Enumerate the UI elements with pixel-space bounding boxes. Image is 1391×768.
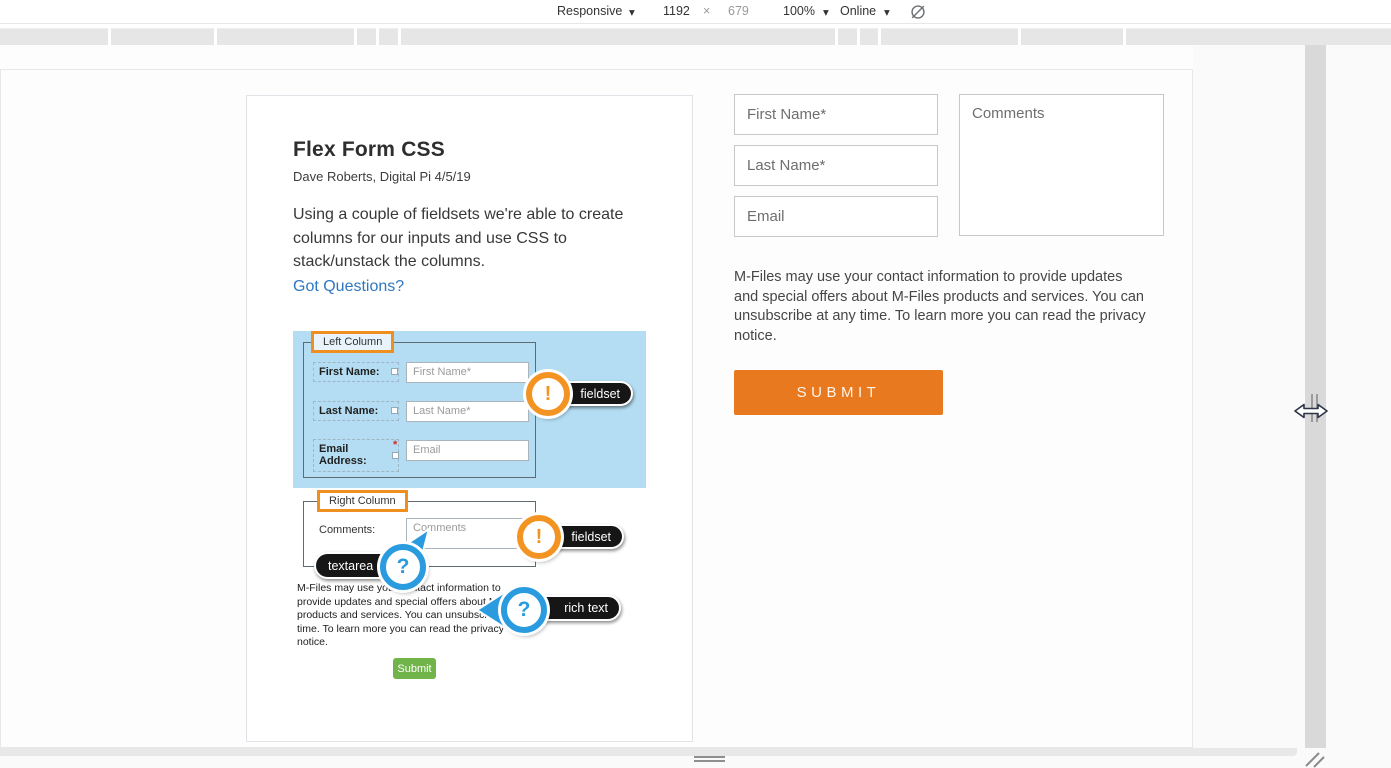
bookmark-segment-bar <box>0 28 1391 45</box>
privacy-text: M-Files may use your contact information… <box>734 269 1146 344</box>
email-input[interactable] <box>734 196 938 237</box>
bookmark-segment <box>111 28 214 45</box>
comments-textarea[interactable] <box>959 94 1164 236</box>
viewport-resize-handle-corner[interactable] <box>1303 750 1327 768</box>
byline: Dave Roberts, Digital Pi 4/5/19 <box>293 169 471 184</box>
zoom-dropdown[interactable]: 100% <box>783 4 815 18</box>
devtools-workspace-background: Flex Form CSS Dave Roberts, Digital Pi 4… <box>0 45 1391 768</box>
image-checkbox <box>391 407 398 414</box>
question-badge-icon: ? <box>501 587 547 633</box>
last-name-input[interactable] <box>734 145 938 186</box>
bookmark-segment <box>401 28 835 45</box>
viewport-resize-handle-bottom[interactable] <box>0 748 1297 756</box>
resize-grip-line <box>694 760 725 762</box>
page-title: Flex Form CSS <box>293 138 445 161</box>
image-email-label: Email Address: <box>313 439 399 472</box>
question-badge-icon: ? <box>380 544 426 590</box>
page-container-outline <box>0 69 1193 748</box>
resize-grip-line <box>694 756 725 758</box>
viewport-resize-handle-right[interactable] <box>1305 45 1326 748</box>
bookmark-segment <box>357 28 376 45</box>
image-right-legend: Right Column <box>317 490 408 512</box>
device-toolbar-zone: Responsive ▼ 1192 × 679 100% ▼ Online ▼ <box>0 0 1391 45</box>
image-required-asterisk: * <box>393 439 398 451</box>
bookmark-segment <box>379 28 398 45</box>
bookmark-segment <box>860 28 878 45</box>
bookmark-segment <box>838 28 857 45</box>
throttling-dropdown[interactable]: Online <box>840 4 877 18</box>
form-annotation-image: Left Column First Name: First Name* Last… <box>293 331 646 687</box>
image-email-label-line2: Address: <box>319 455 367 467</box>
got-questions-link[interactable]: Got Questions? <box>293 278 405 295</box>
horizontal-resize-cursor-icon <box>1294 403 1328 419</box>
bookmark-segment <box>1126 28 1391 45</box>
image-last-name-input: Last Name* <box>406 401 529 422</box>
dimension-separator: × <box>703 4 711 18</box>
image-comments-label: Comments: <box>319 524 376 536</box>
image-first-name-label: First Name: <box>313 362 399 382</box>
zoom-caret-icon[interactable]: ▼ <box>823 8 829 17</box>
device-mode-dropdown[interactable]: Responsive <box>557 4 623 18</box>
image-checkbox <box>392 452 399 459</box>
image-first-name-input: First Name* <box>406 362 529 383</box>
exclamation-badge-icon: ! <box>526 372 570 416</box>
bookmark-segment <box>0 28 108 45</box>
first-name-input[interactable] <box>734 94 938 135</box>
image-left-legend: Left Column <box>311 331 395 353</box>
content-card: Flex Form CSS Dave Roberts, Digital Pi 4… <box>246 95 693 742</box>
exclamation-badge-icon: ! <box>517 515 561 559</box>
description-text: Using a couple of fieldsets we're able t… <box>293 206 624 270</box>
throttling-caret-icon[interactable]: ▼ <box>884 8 890 17</box>
rotate-viewport-icon[interactable] <box>909 3 927 21</box>
image-checkbox <box>391 368 398 375</box>
image-submit-button: Submit <box>393 658 436 679</box>
submit-button[interactable]: SUBMIT <box>734 370 943 415</box>
device-toolbar: Responsive ▼ 1192 × 679 100% ▼ Online ▼ <box>0 0 1391 24</box>
viewport-height-field[interactable]: 679 <box>728 4 749 18</box>
bookmark-segment <box>881 28 1018 45</box>
image-email-label-line1: Email <box>319 443 349 455</box>
bookmark-segment <box>1021 28 1123 45</box>
image-email-input: Email <box>406 440 529 461</box>
viewport-width-field[interactable]: 1192 <box>663 4 690 18</box>
image-last-name-label: Last Name: <box>313 401 399 421</box>
bookmark-segment <box>217 28 354 45</box>
image-privacy-note: M-Files may use your contact information… <box>297 582 533 649</box>
device-mode-caret-icon[interactable]: ▼ <box>629 8 635 17</box>
